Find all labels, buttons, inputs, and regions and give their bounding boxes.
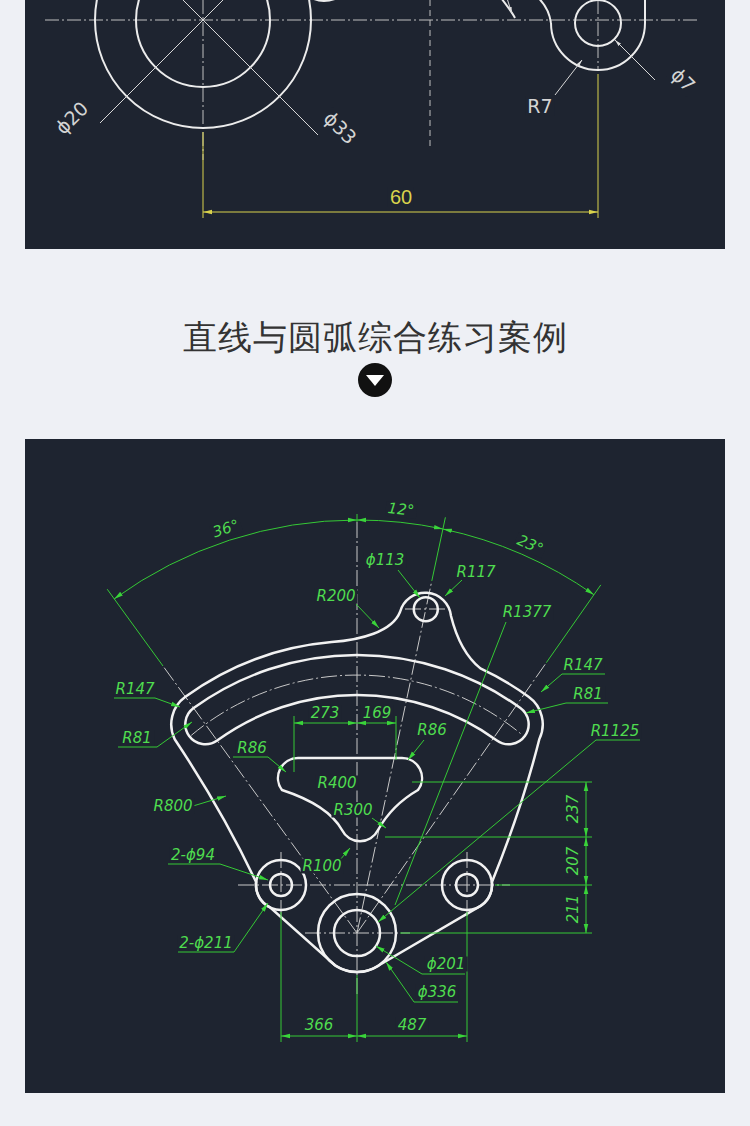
dimension-label: R117 bbox=[454, 565, 497, 580]
dimension-label: ϕ20 bbox=[51, 97, 93, 139]
bottom-figure bbox=[107, 514, 640, 1042]
dimension-label: 211 bbox=[566, 893, 581, 926]
down-triangle bbox=[366, 375, 384, 386]
top-figure bbox=[45, 0, 700, 218]
dimension-label: R81 bbox=[571, 687, 605, 702]
dimension-label: ϕ33 bbox=[319, 107, 361, 149]
dimension-label: 2-ϕ94 bbox=[169, 848, 217, 863]
dimension-label: R1377 bbox=[501, 605, 554, 620]
dimension-label: 366 bbox=[303, 1018, 336, 1033]
dimension-label: R147 bbox=[561, 658, 604, 673]
page-title: 直线与圆弧综合练习案例 bbox=[181, 320, 570, 354]
dimension-label: 60 bbox=[388, 187, 414, 207]
dimension-label: R400 bbox=[315, 776, 358, 791]
dimension-label: R300 bbox=[331, 803, 374, 818]
bottom-panel bbox=[25, 439, 725, 1093]
dimension-label: 207 bbox=[566, 845, 581, 878]
dimension-label: 487 bbox=[396, 1018, 429, 1033]
dimension-label: 12° bbox=[385, 501, 417, 519]
dimension-label: R86 bbox=[415, 723, 449, 738]
dimension-label: ϕ7 bbox=[666, 63, 700, 97]
dimension-label: R200 bbox=[314, 589, 357, 604]
dimension-label: ϕ201 bbox=[425, 957, 468, 972]
dimension-label: R7 bbox=[525, 97, 554, 116]
dimension-label: 2-ϕ211 bbox=[177, 936, 234, 951]
dimension-label: ϕ113 bbox=[364, 553, 407, 568]
down-icon bbox=[358, 363, 392, 397]
dimension-label: 237 bbox=[566, 793, 581, 826]
dimension-label: ϕ336 bbox=[416, 985, 459, 1000]
dimension-label: R100 bbox=[300, 859, 343, 874]
dimension-label: R147 bbox=[113, 682, 156, 697]
dimension-label: R1125 bbox=[589, 724, 642, 739]
top-panel bbox=[25, 0, 725, 249]
dimension-label: 23° bbox=[513, 532, 547, 558]
dimension-label: R81 bbox=[120, 731, 154, 746]
dimension-label: R800 bbox=[151, 799, 194, 814]
dimension-label: 36° bbox=[209, 517, 243, 541]
dimension-label: 273 bbox=[309, 706, 342, 721]
dimension-label: R86 bbox=[235, 741, 269, 756]
dimension-label: 169 bbox=[361, 706, 394, 721]
